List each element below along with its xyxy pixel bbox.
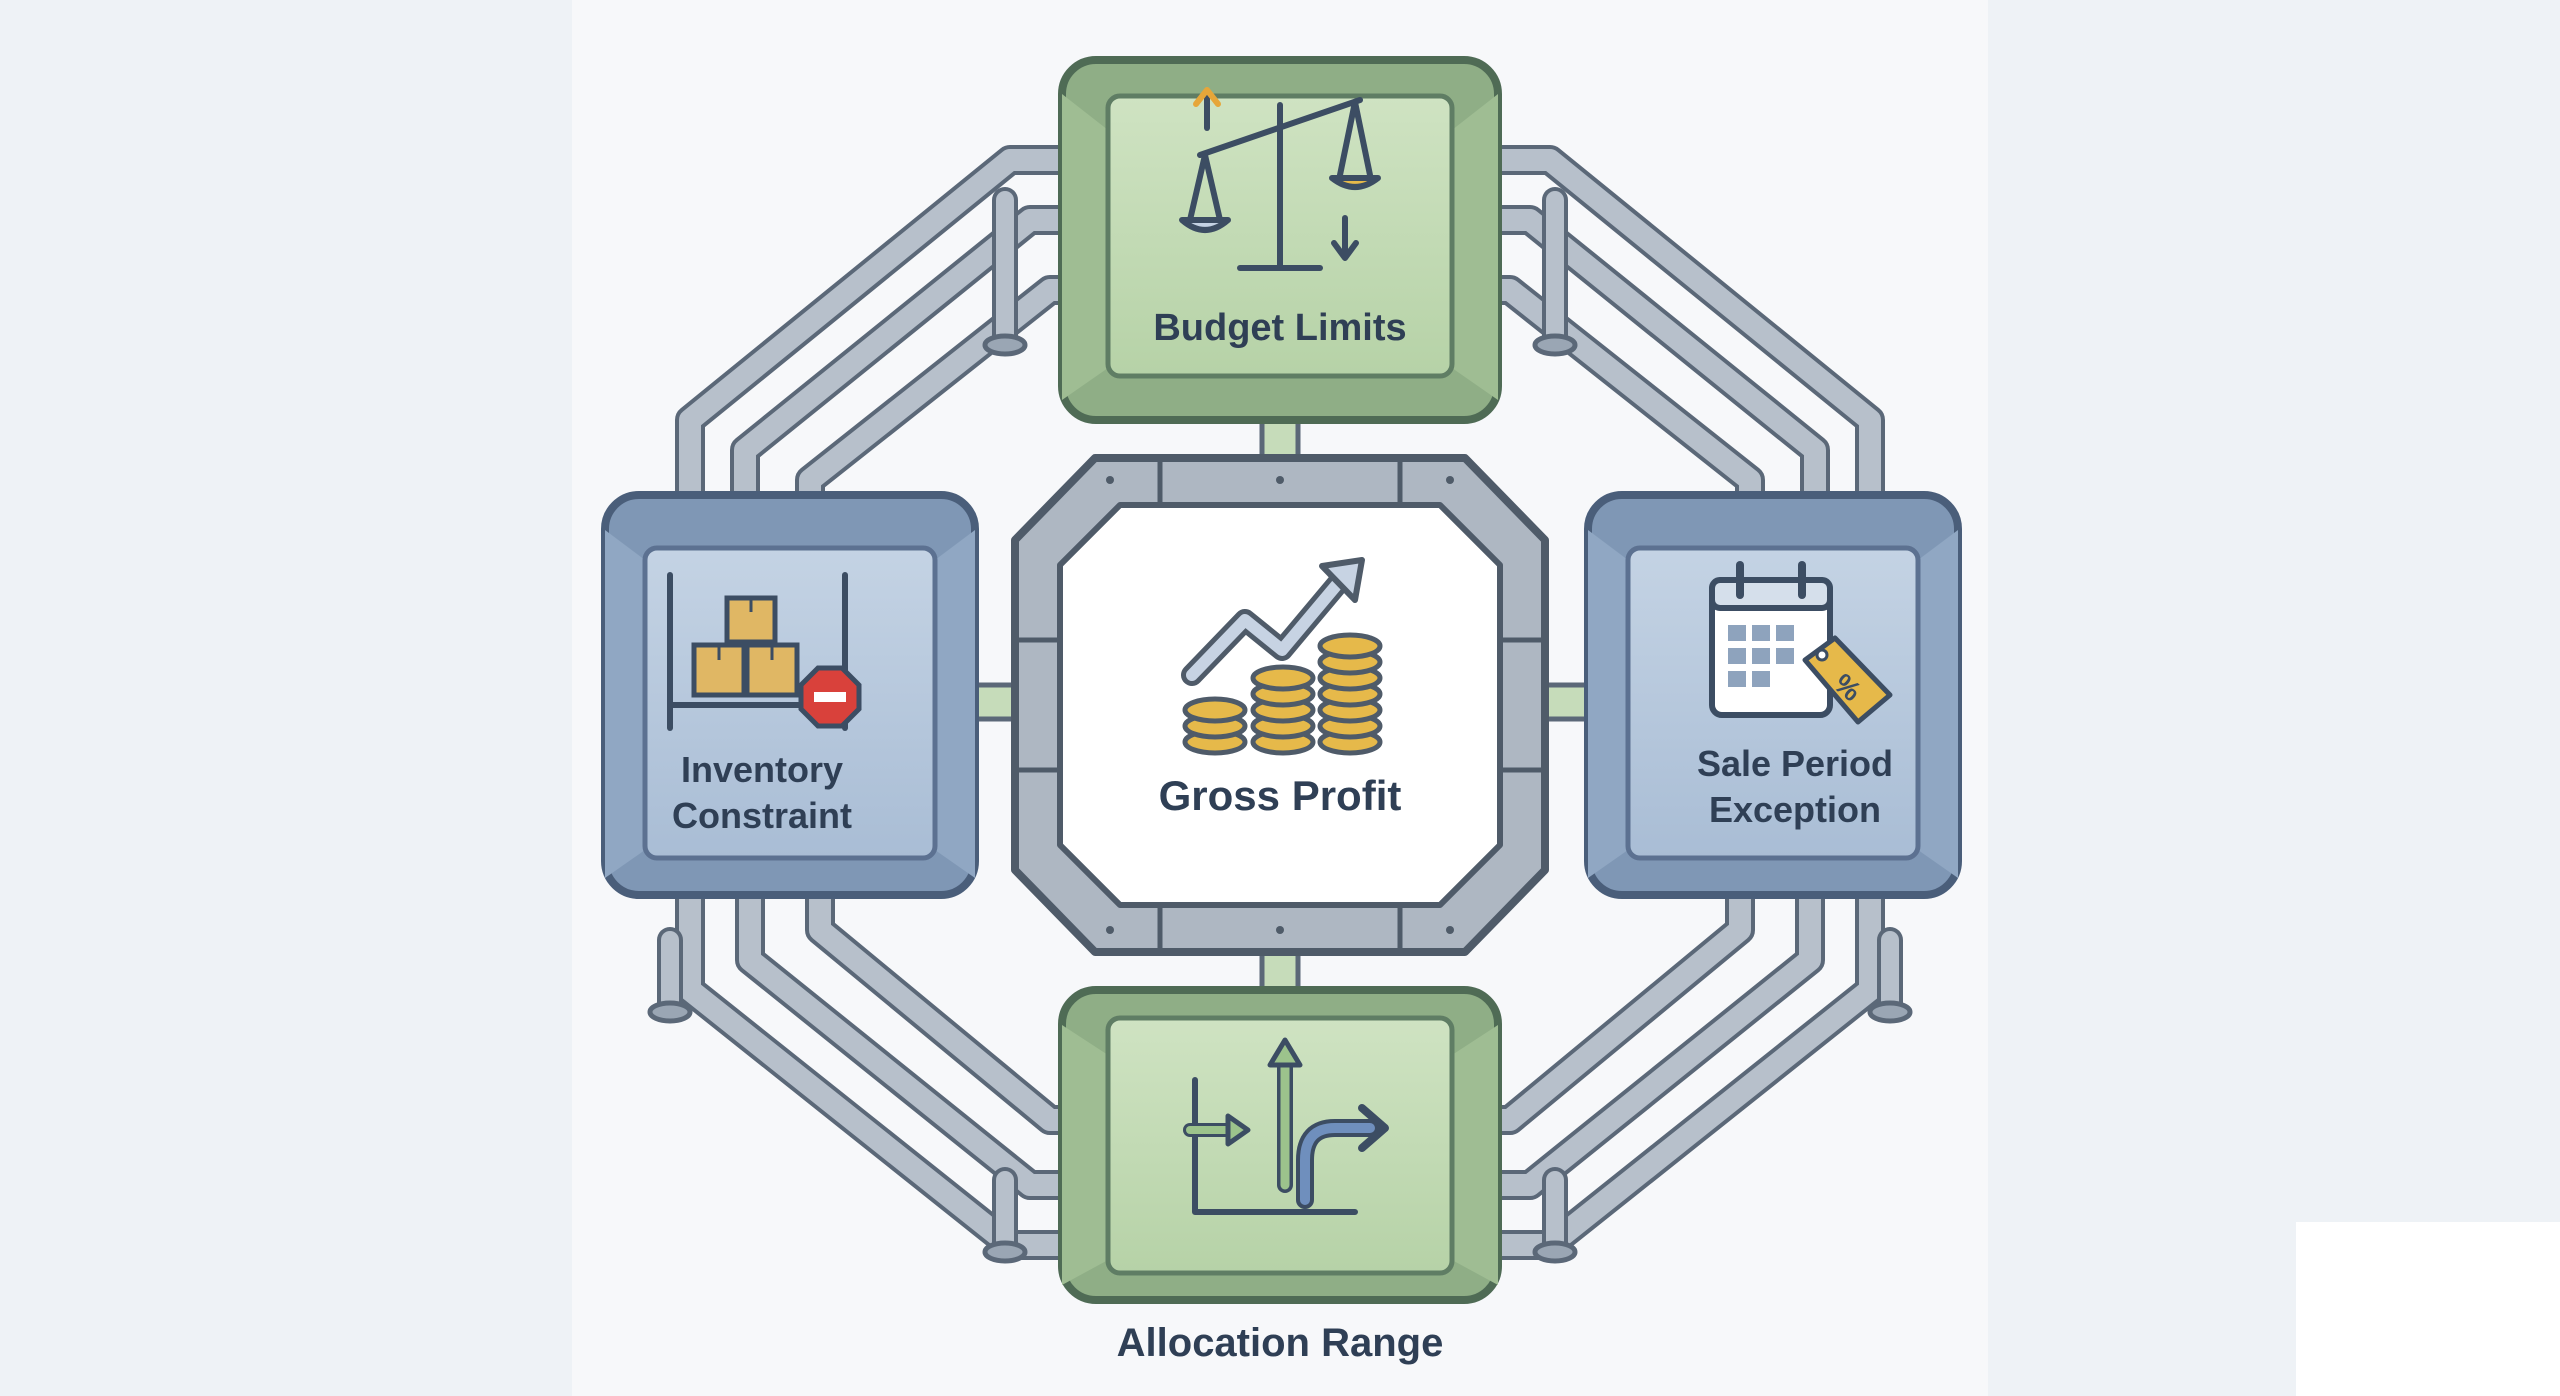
calendar-discount-tag-icon: % (1709, 561, 1893, 725)
sale-period-label-line1: Sale Period (1697, 743, 1893, 784)
balance-scale-icon (1179, 87, 1381, 271)
pipes-bottom-right (1470, 865, 1903, 1263)
inventory-constraint-node: Inventory Constraint (601, 491, 979, 899)
inventory-boxes-stop-icon (667, 572, 862, 731)
budget-limits-label: Budget Limits (1153, 307, 1406, 349)
center-node-label: Gross Profit (1159, 772, 1402, 819)
budget-limits-node: Budget Limits (1058, 56, 1502, 424)
allocation-range-node (1058, 986, 1502, 1304)
pipes-top-left (675, 145, 1090, 525)
inventory-label-line2: Constraint (672, 795, 852, 836)
corner-patch (2296, 1222, 2560, 1396)
branching-arrows-icon (1183, 1037, 1389, 1215)
pipe-caps (647, 333, 1913, 1264)
profit-chart-coins-icon (1181, 557, 1383, 756)
pipes-top-right (1470, 145, 1885, 525)
sale-period-label-line2: Exception (1709, 789, 1881, 830)
inventory-label-line1: Inventory (681, 749, 843, 790)
allocation-range-label: Allocation Range (1117, 1321, 1444, 1365)
pipes-bottom-left (657, 865, 1090, 1263)
sale-period-exception-node: % Sale Period Exception (1584, 491, 1962, 899)
